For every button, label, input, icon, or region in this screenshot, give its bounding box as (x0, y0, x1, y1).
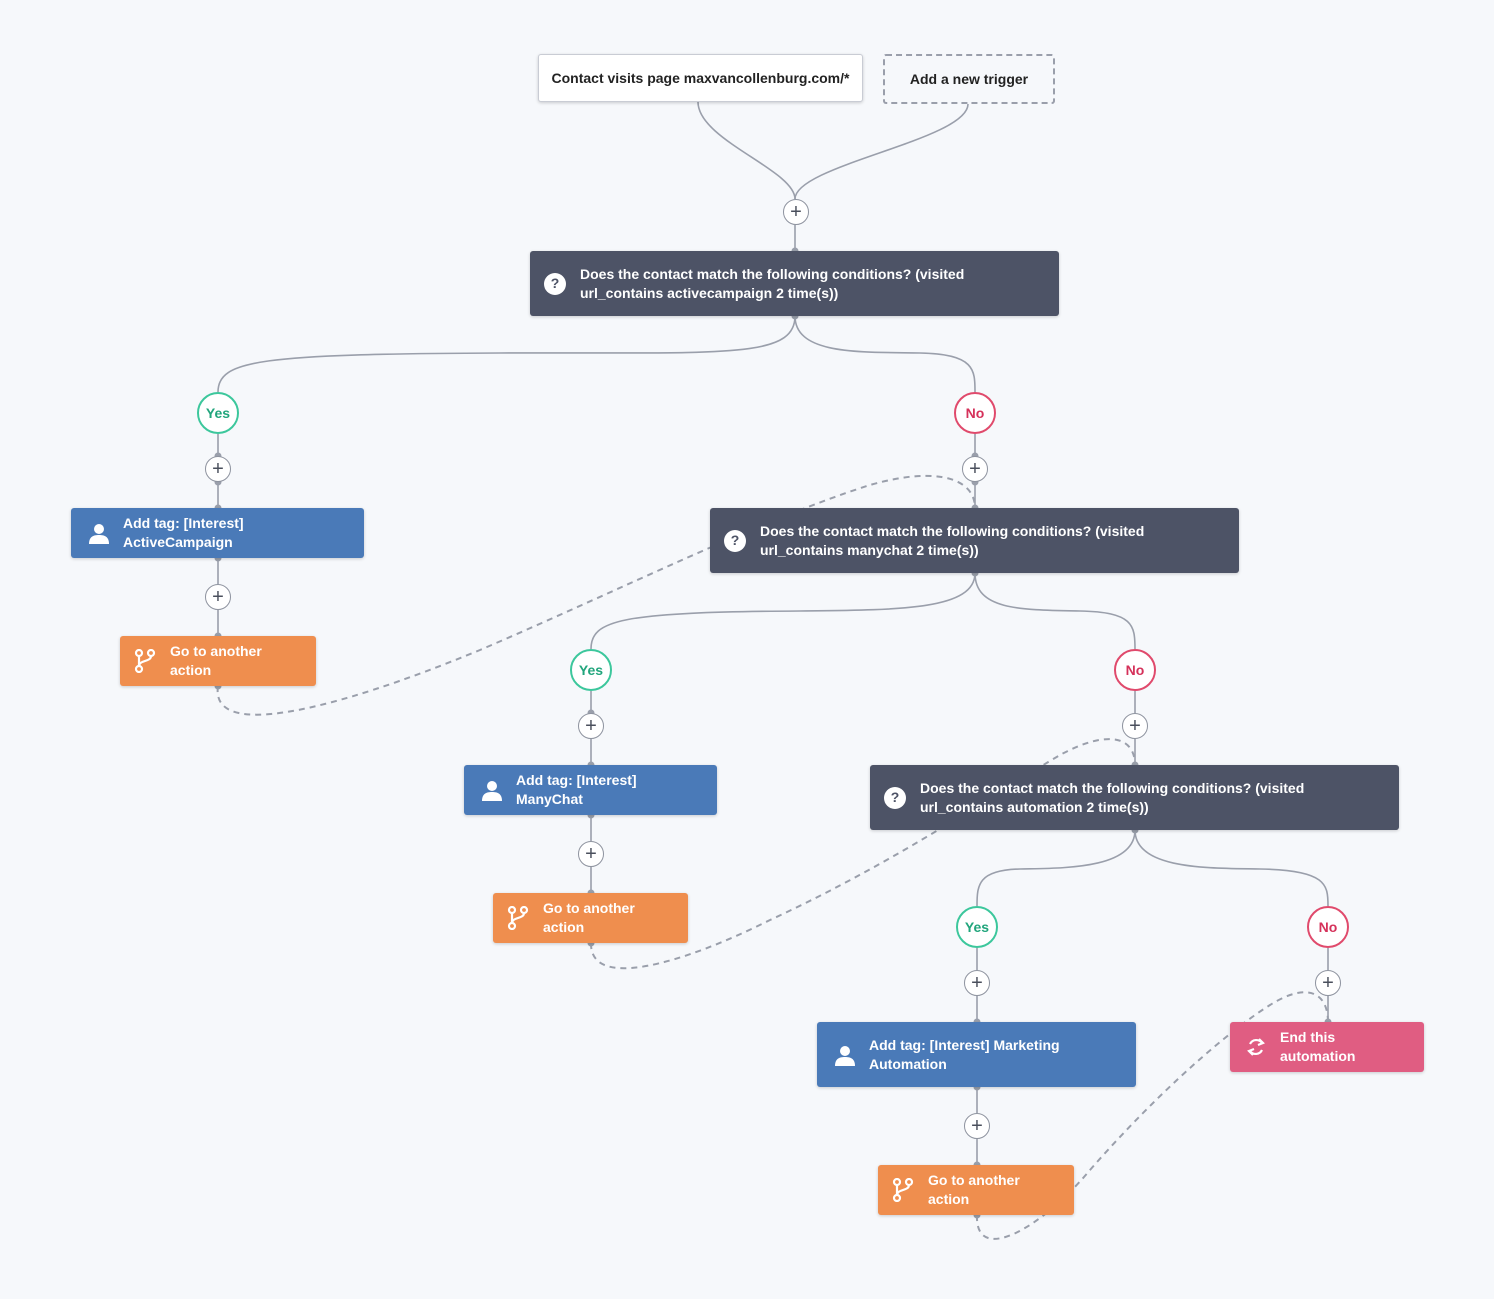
action-add-tag-activecampaign[interactable]: Add tag: [Interest] ActiveCampaign (71, 508, 364, 558)
add-step-button[interactable]: + (962, 456, 988, 482)
branch-yes-label: Yes (578, 662, 604, 678)
add-step-button[interactable]: + (783, 199, 809, 225)
branch-yes-1[interactable]: Yes (197, 392, 239, 434)
connector-line (976, 829, 1136, 907)
branch-yes-label: Yes (205, 405, 231, 421)
condition-text: Does the contact match the following con… (760, 522, 1145, 558)
branch-no-label: No (1318, 919, 1338, 935)
condition-text: Does the contact match the following con… (580, 265, 965, 301)
connector-line (794, 315, 976, 393)
add-step-button[interactable]: + (964, 1113, 990, 1139)
action-go-to-another-action-1[interactable]: Go to another action (120, 636, 316, 686)
user-icon (87, 521, 111, 545)
condition-activecampaign[interactable]: ? Does the contact match the following c… (530, 251, 1059, 316)
action-label: Add tag: [Interest] ActiveCampaign (123, 515, 244, 550)
condition-text: Does the contact match the following con… (920, 779, 1305, 815)
trigger-label: Contact visits page maxvancollenburg.com… (551, 69, 850, 86)
question-icon: ? (544, 272, 566, 295)
action-label: Go to another action (928, 1172, 1020, 1207)
branch-icon (507, 906, 531, 930)
action-end-automation[interactable]: End this automation (1230, 1022, 1424, 1072)
action-label: Add tag: [Interest] Marketing Automation (869, 1036, 1060, 1072)
add-trigger-button[interactable]: Add a new trigger (883, 54, 1055, 104)
plus-icon: + (212, 458, 224, 480)
question-icon: ? (724, 529, 746, 552)
add-step-button[interactable]: + (578, 713, 604, 739)
action-label: Add tag: [Interest] ManyChat (516, 772, 637, 807)
connector-line (794, 103, 969, 200)
action-add-tag-manychat[interactable]: Add tag: [Interest] ManyChat (464, 765, 717, 815)
plus-icon: + (971, 972, 983, 994)
plus-icon: + (1129, 715, 1141, 737)
user-icon (833, 1043, 857, 1067)
branch-yes-3[interactable]: Yes (956, 906, 998, 948)
connector-line (974, 572, 1136, 650)
branch-no-3[interactable]: No (1307, 906, 1349, 948)
action-label: End this automation (1280, 1029, 1356, 1064)
add-step-button[interactable]: + (1122, 713, 1148, 739)
add-trigger-label: Add a new trigger (909, 70, 1029, 87)
user-icon (480, 778, 504, 802)
branch-icon (134, 649, 158, 673)
add-step-button[interactable]: + (205, 456, 231, 482)
plus-icon: + (212, 586, 224, 608)
branch-yes-2[interactable]: Yes (570, 649, 612, 691)
plus-icon: + (790, 201, 802, 223)
action-go-to-another-action-3[interactable]: Go to another action (878, 1165, 1074, 1215)
trigger-contact-visits-page[interactable]: Contact visits page maxvancollenburg.com… (538, 54, 863, 102)
plus-icon: + (585, 843, 597, 865)
add-step-button[interactable]: + (578, 841, 604, 867)
action-add-tag-marketing-automation[interactable]: Add tag: [Interest] Marketing Automation (817, 1022, 1136, 1087)
action-go-to-another-action-2[interactable]: Go to another action (493, 893, 688, 943)
action-label: Go to another action (543, 900, 635, 935)
condition-manychat[interactable]: ? Does the contact match the following c… (710, 508, 1239, 573)
action-label: Go to another action (170, 643, 262, 678)
question-icon: ? (884, 786, 906, 809)
plus-icon: + (1322, 972, 1334, 994)
branch-icon (892, 1178, 916, 1202)
connector-line (1134, 829, 1329, 907)
refresh-icon (1244, 1035, 1268, 1059)
branch-yes-label: Yes (964, 919, 990, 935)
branch-no-label: No (965, 405, 985, 421)
add-step-button[interactable]: + (205, 584, 231, 610)
plus-icon: + (971, 1115, 983, 1137)
plus-icon: + (969, 458, 981, 480)
branch-no-2[interactable]: No (1114, 649, 1156, 691)
connector-line (590, 572, 976, 650)
connector-line (697, 101, 796, 200)
connector-line (217, 315, 796, 393)
add-step-button[interactable]: + (964, 970, 990, 996)
branch-no-1[interactable]: No (954, 392, 996, 434)
plus-icon: + (585, 715, 597, 737)
add-step-button[interactable]: + (1315, 970, 1341, 996)
branch-no-label: No (1125, 662, 1145, 678)
condition-automation[interactable]: ? Does the contact match the following c… (870, 765, 1399, 830)
